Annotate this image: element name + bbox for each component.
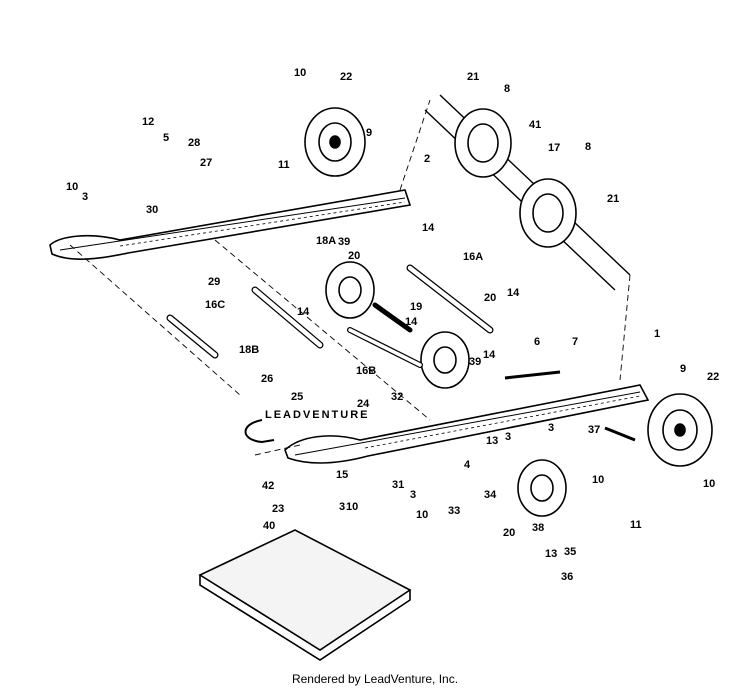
callout-label: 36 xyxy=(561,571,573,583)
idler-wheel-lower xyxy=(517,459,567,517)
callout-label: 20 xyxy=(484,292,496,304)
callout-label: 30 xyxy=(146,204,158,216)
callout-label: 18B xyxy=(239,344,259,356)
callout-label: 26 xyxy=(261,373,273,385)
footer-credit: Rendered by LeadVenture, Inc. xyxy=(291,672,459,686)
callout-label: 5 xyxy=(163,132,169,144)
callout-label: 33 xyxy=(448,505,460,517)
callout-label: 2 xyxy=(424,153,430,165)
bolt-37 xyxy=(604,426,636,442)
wheel-8-left xyxy=(454,108,512,178)
callout-label: 3 xyxy=(505,431,511,443)
callout-label: 35 xyxy=(564,546,576,558)
callout-label: 14 xyxy=(483,349,496,361)
callout-labels: 1 2 3 3 3 3 3 4 5 6 7 8 8 9 9 10 10 10 1… xyxy=(66,67,719,583)
callout-label: 12 xyxy=(142,116,154,128)
callout-label: 10 xyxy=(592,474,604,486)
callout-label: 16B xyxy=(356,365,376,377)
callout-label: 10 xyxy=(66,181,78,193)
callout-label: 9 xyxy=(366,127,372,139)
callout-label: 21 xyxy=(607,193,619,205)
callout-label: 32 xyxy=(391,391,403,403)
callout-label: 28 xyxy=(188,137,200,149)
callout-label: 38 xyxy=(532,522,544,534)
callout-label: 10 xyxy=(346,501,358,513)
callout-label: 9 xyxy=(680,363,686,375)
callout-label: 14 xyxy=(297,306,310,318)
callout-label: 3 xyxy=(339,501,345,513)
clip-25 xyxy=(244,419,275,444)
callout-label: 39 xyxy=(338,236,350,248)
callout-label: 3 xyxy=(82,191,88,203)
callout-label: 27 xyxy=(200,157,212,169)
callout-label: 22 xyxy=(707,371,719,383)
callout-label: 34 xyxy=(484,489,497,501)
callout-label: 8 xyxy=(585,141,591,153)
wheel-8-right xyxy=(519,178,577,248)
callout-label: 24 xyxy=(357,398,370,410)
parts-drawing xyxy=(49,94,713,661)
callout-label: 6 xyxy=(534,336,540,348)
bolt-6 xyxy=(504,370,561,380)
callout-label: 39 xyxy=(469,356,481,368)
callout-label: 14 xyxy=(507,287,520,299)
callout-label: 3 xyxy=(410,489,416,501)
wear-strip-40 xyxy=(198,529,412,651)
callout-label: 16C xyxy=(205,299,225,311)
callout-label: 13 xyxy=(545,548,557,560)
callout-label: 18A xyxy=(316,235,336,247)
callout-label: 20 xyxy=(348,250,360,262)
callout-label: 11 xyxy=(630,519,642,531)
callout-label: 14 xyxy=(405,316,418,328)
idler-wheel-upper xyxy=(325,261,375,319)
callout-label: 14 xyxy=(422,222,435,234)
callout-label: 23 xyxy=(272,503,284,515)
callout-label: 41 xyxy=(529,119,541,131)
callout-label: 10 xyxy=(703,478,715,490)
callout-label: 37 xyxy=(588,424,600,436)
callout-label: 16A xyxy=(463,251,483,263)
callout-label: 25 xyxy=(291,391,303,403)
callout-label: 17 xyxy=(548,142,560,154)
callout-label: 19 xyxy=(410,301,422,313)
callout-label: 13 xyxy=(486,435,498,447)
callout-label: 31 xyxy=(392,479,404,491)
callout-label: 4 xyxy=(464,459,471,471)
callout-label: 22 xyxy=(340,71,352,83)
callout-label: 29 xyxy=(208,276,220,288)
callout-label: 10 xyxy=(416,509,428,521)
callout-label: 3 xyxy=(548,422,554,434)
callout-label: 42 xyxy=(262,480,274,492)
callout-label: 10 xyxy=(294,67,306,79)
callout-label: 1 xyxy=(654,328,660,340)
callout-label: 11 xyxy=(278,159,290,171)
callout-label: 7 xyxy=(572,336,578,348)
watermark: LEADVENTURE xyxy=(265,409,370,421)
callout-label: 21 xyxy=(467,71,479,83)
callout-label: 8 xyxy=(504,83,510,95)
callout-label: 40 xyxy=(263,520,275,532)
callout-label: 15 xyxy=(336,469,348,481)
callout-label: 20 xyxy=(503,527,515,539)
idler-wheel-middle xyxy=(420,331,470,389)
